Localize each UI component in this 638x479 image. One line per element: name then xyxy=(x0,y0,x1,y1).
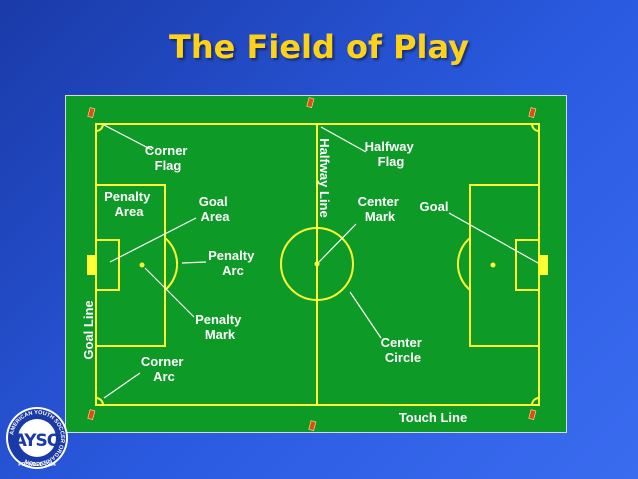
penalty-arc-right xyxy=(456,237,471,291)
label-center-circle: Center Circle xyxy=(381,335,426,365)
label-goal-area: Goal Area xyxy=(199,194,232,224)
logo-inner-disc xyxy=(18,419,56,457)
goal-left xyxy=(87,255,96,275)
penalty-mark-left xyxy=(139,262,145,268)
goal-right xyxy=(539,255,548,275)
label-touch-line: Touch Line xyxy=(399,410,467,425)
corner-arc-top-right xyxy=(531,123,540,132)
corner-flag-bottom-left xyxy=(87,409,96,420)
leader-corner-flag xyxy=(103,124,153,151)
halfway-flag-top xyxy=(306,97,315,108)
label-center-mark: Center Mark xyxy=(358,194,403,224)
label-goal: Goal xyxy=(420,199,449,214)
corner-flag-bottom-right xyxy=(528,409,537,420)
goal-area-left xyxy=(95,239,120,291)
leader-corner-arc xyxy=(103,372,141,399)
goal-area-right xyxy=(515,239,540,291)
label-halfway-flag: Halfway Flag xyxy=(365,139,418,169)
leader-goal-area xyxy=(109,217,197,263)
label-corner-arc: Corner Arc xyxy=(141,354,187,384)
leader-halfway-flag xyxy=(320,126,367,153)
label-penalty-mark: Penalty Mark xyxy=(195,312,245,342)
logo-letters: AYSO xyxy=(14,431,61,451)
leader-penalty-arc xyxy=(181,261,207,264)
label-halfway-line: Halfway Line xyxy=(317,138,332,217)
leader-lines xyxy=(103,124,539,399)
corner-flag-top-left xyxy=(87,107,96,118)
penalty-arc-left xyxy=(164,237,179,291)
label-penalty-arc: Penalty Arc xyxy=(208,248,258,278)
corner-arc-bottom-left xyxy=(95,397,104,406)
penalty-mark-right xyxy=(490,262,496,268)
page-title: The Field of Play xyxy=(169,28,469,66)
corner-arc-top-left xyxy=(95,123,104,132)
logo-founded-text: FOUNDED 1964 xyxy=(18,462,55,468)
corner-flag-top-right xyxy=(528,107,537,118)
leader-penalty-mark xyxy=(144,267,195,318)
center-circle xyxy=(280,227,354,301)
label-goal-line: Goal Line xyxy=(81,300,96,359)
label-penalty-area: Penalty Area xyxy=(104,189,154,219)
label-corner-flag: Corner Flag xyxy=(145,143,191,173)
ayso-logo: AMERICAN YOUTH SOCCER ORGANIZATION FOUND… xyxy=(6,407,68,469)
leader-center-mark xyxy=(317,223,357,264)
penalty-area-right xyxy=(469,184,540,347)
halfway-flag-bottom xyxy=(308,420,317,431)
corner-arc-bottom-right xyxy=(531,397,540,406)
leader-center-circle xyxy=(349,291,382,339)
leader-goal xyxy=(448,212,539,264)
